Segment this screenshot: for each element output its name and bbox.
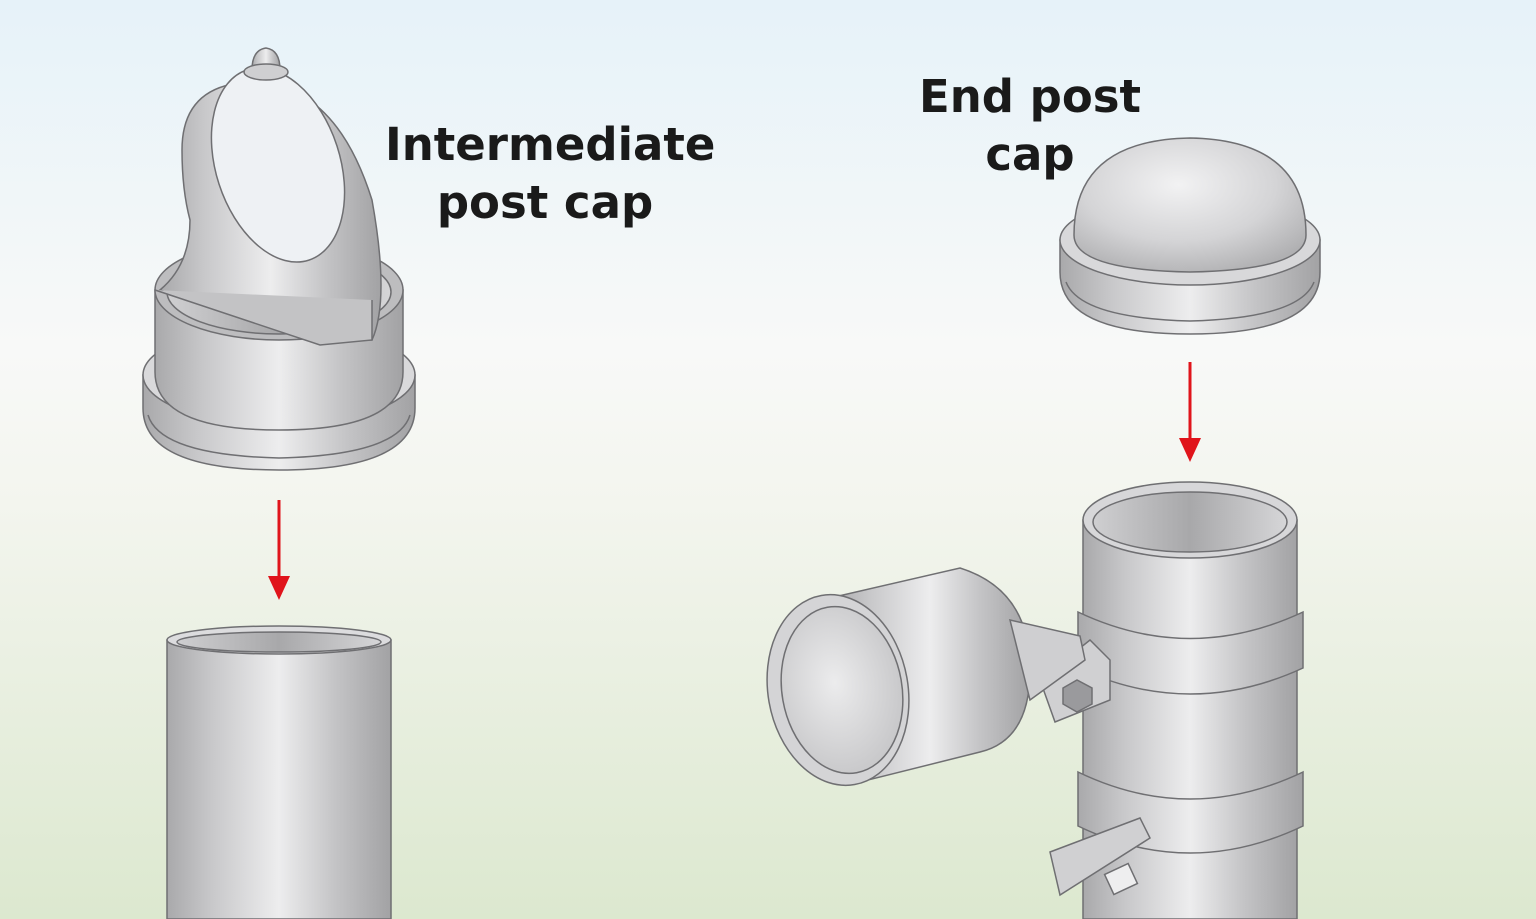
intermediate-post: [166, 625, 392, 919]
end-post-cap-label: End post cap: [915, 68, 1145, 184]
intermediate-post-cap-label: Intermediate post cap: [385, 116, 716, 232]
intermediate-label-line2: post cap: [436, 176, 654, 229]
arrow-intermediate: [268, 500, 290, 600]
end-label-line1: End post: [918, 70, 1142, 123]
arrow-end: [1179, 362, 1201, 462]
tension-band-lower: [1049, 770, 1304, 897]
intermediate-label-line1: Intermediate: [385, 118, 716, 171]
tension-band-upper: [1039, 610, 1304, 723]
end-label-line2: cap: [985, 128, 1075, 181]
brace-band-cup: [766, 567, 1086, 787]
end-post-cap: [1059, 137, 1321, 335]
intermediate-post-cap: [142, 47, 416, 471]
